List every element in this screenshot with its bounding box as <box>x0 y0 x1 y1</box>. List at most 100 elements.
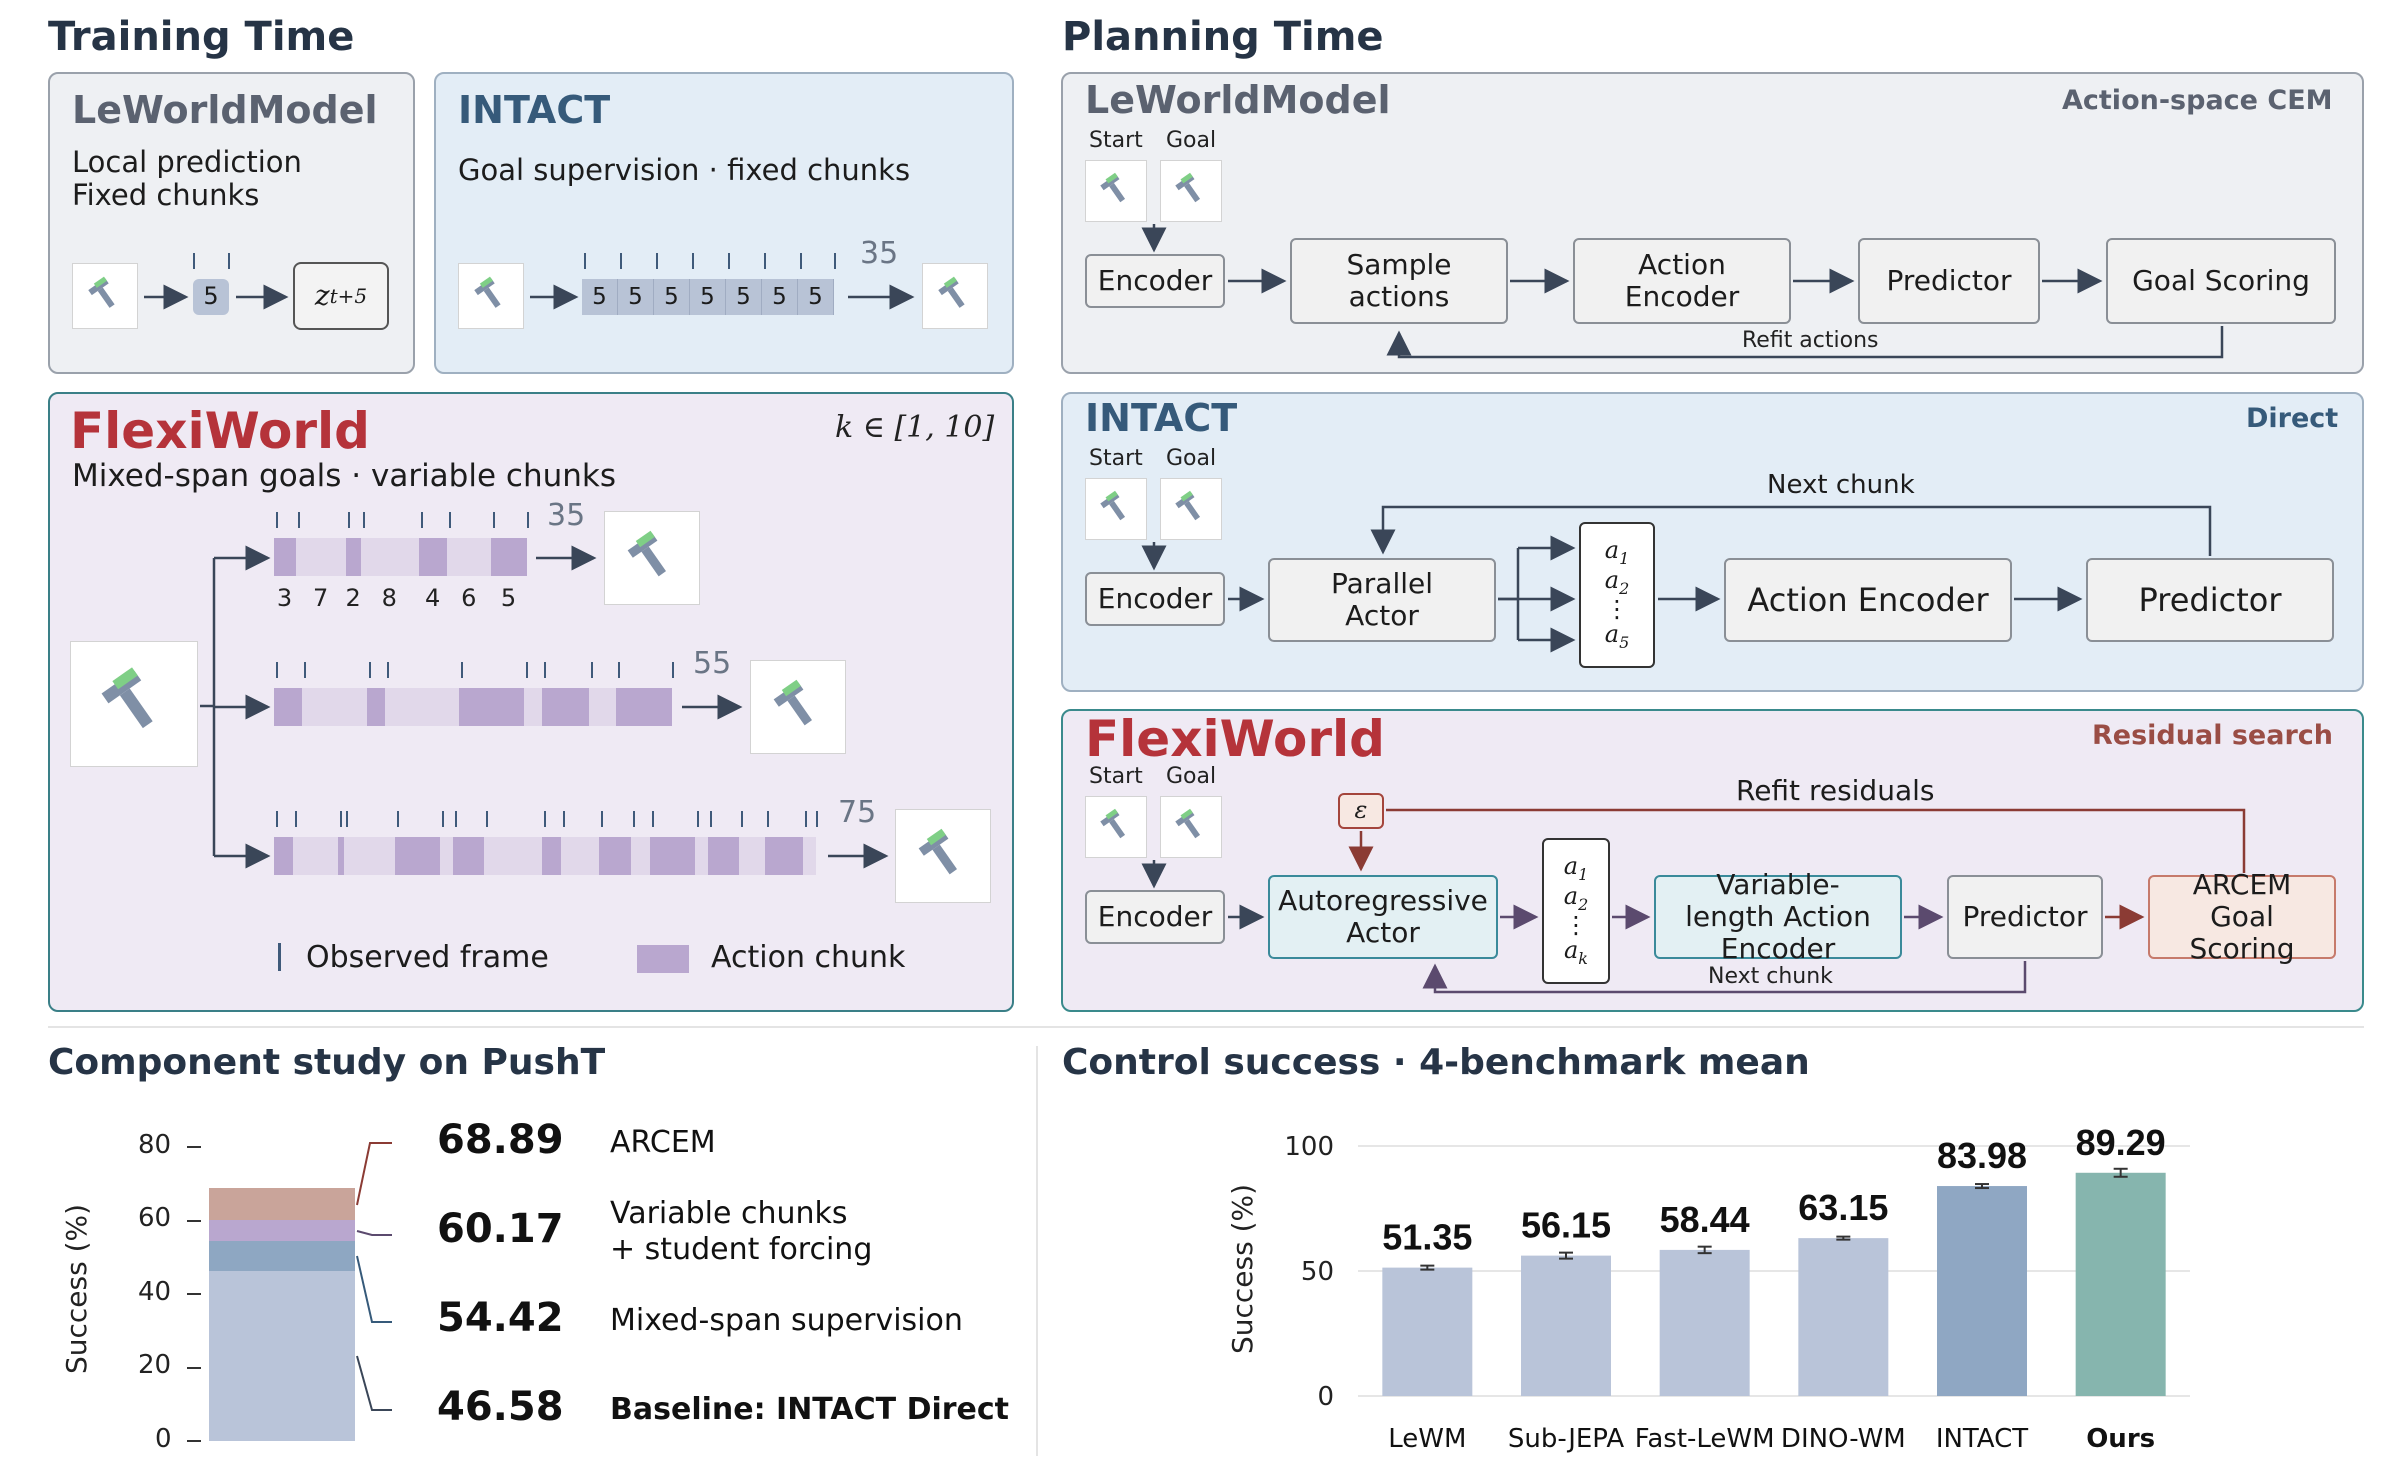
chunk-length-label: 5 <box>500 584 517 612</box>
start-label: Start <box>1089 764 1143 789</box>
component-y-tick-60: 60 <box>138 1203 172 1233</box>
legend-chunk-swatch <box>637 945 689 973</box>
bar <box>1937 1186 2027 1396</box>
action-chunk-segment <box>739 837 765 875</box>
action-chunk-segment <box>439 837 453 875</box>
bar-value-label: 83.98 <box>1937 1135 2027 1176</box>
epsilon-box: ε <box>1338 793 1384 829</box>
observed-frame-tick <box>633 811 636 827</box>
action-chunk-segment <box>344 837 396 875</box>
category-label: Sub-JEPA <box>1508 1424 1624 1454</box>
observed-frame-tick <box>805 811 808 827</box>
predictor-box: Predictor <box>2086 558 2334 642</box>
sample-actions-box: Sample actions <box>1290 238 1508 324</box>
action-chunk-segment <box>541 837 561 875</box>
action-chunk-segment <box>707 837 740 875</box>
action-sequence-box: a1 a2 ⋮ a5 <box>1579 522 1655 668</box>
chunk-length-label: 6 <box>461 584 477 612</box>
legend-frame-label: Observed frame <box>306 940 549 975</box>
pusht-block-icon <box>773 679 813 726</box>
planning-flexi-panel <box>1061 709 2364 1012</box>
component-y-tick-80: 80 <box>138 1130 172 1160</box>
action-chunk-segment <box>295 538 347 576</box>
planning-intact-tag: Direct <box>2246 403 2339 434</box>
intact-chunk-cell: 5 <box>726 279 762 315</box>
component-segment-mixed-span <box>209 1241 355 1271</box>
action-chunk-segment <box>301 688 367 726</box>
pusht-block-icon <box>1175 172 1201 203</box>
training-intact-subtitle: Goal supervision · fixed chunks <box>458 153 911 187</box>
planning-time-title: Planning Time <box>1062 14 1384 60</box>
predictor-box: Predictor <box>1858 238 2040 324</box>
y-tick-label: 100 <box>1284 1132 1334 1162</box>
bar <box>1521 1255 1611 1396</box>
training-intact-panel <box>434 72 1014 374</box>
category-label: INTACT <box>1936 1424 2028 1454</box>
action-1: a1 <box>1563 852 1589 884</box>
action-chunk-segment <box>599 837 632 875</box>
observed-frame-tick <box>692 253 694 269</box>
pusht-block-icon <box>918 828 958 875</box>
observed-frame-tick <box>527 512 529 528</box>
action-chunk-segment <box>274 837 294 875</box>
observed-frame-tick <box>543 811 546 827</box>
component-value-baseline: 46.58 <box>437 1384 564 1430</box>
component-value-mixed-span: 54.42 <box>437 1295 564 1341</box>
observed-frame-tick <box>741 811 744 827</box>
pusht-block-icon <box>1175 808 1201 839</box>
legend-chunk-label: Action chunk <box>711 940 906 975</box>
pusht-block-icon <box>101 667 153 729</box>
component-y-tick-40: 40 <box>138 1277 172 1307</box>
observed-frame-tick <box>590 662 593 678</box>
component-label-student-forcing: + student forcing <box>610 1232 873 1267</box>
pusht-block-icon <box>1175 490 1201 521</box>
observed-frame-tick <box>276 811 278 827</box>
action-last: a5 <box>1604 620 1630 653</box>
intact-chunk-cell: 5 <box>618 279 654 315</box>
action-last: ak <box>1563 936 1588 969</box>
predictor-box: Predictor <box>1947 875 2103 959</box>
bar-value-label: 58.44 <box>1660 1199 1750 1240</box>
category-label: LeWM <box>1388 1424 1466 1454</box>
observed-frame-tick <box>584 253 586 269</box>
component-y-tick-20: 20 <box>138 1350 172 1380</box>
observed-frame-tick <box>618 662 621 678</box>
next-chunk-label: Next chunk <box>1767 470 1915 500</box>
observed-frame-tick <box>672 662 674 678</box>
goal-label: Goal <box>1166 446 1217 471</box>
action-chunk-segment <box>447 538 491 576</box>
observed-frame-tick <box>362 512 365 528</box>
training-lewm-line2: Fixed chunks <box>72 178 260 212</box>
horizontal-divider <box>48 1026 2364 1028</box>
legend-frame-marker <box>278 943 281 971</box>
bar <box>1659 1249 1750 1396</box>
observed-frame-tick <box>348 512 351 528</box>
intact-chunk-cell: 5 <box>798 279 834 315</box>
observed-frame-tick <box>441 811 444 827</box>
observed-frame-tick <box>562 811 565 827</box>
planning-intact-title: INTACT <box>1085 396 1238 440</box>
intact-chunk-cell: 5 <box>654 279 690 315</box>
intact-chunk-cell: 5 <box>690 279 726 315</box>
observed-frame-tick <box>454 811 457 827</box>
action-1: a1 <box>1604 536 1630 568</box>
observed-frame-tick <box>449 512 452 528</box>
action-ellipsis: ⋮ <box>1605 595 1629 624</box>
observed-frame-tick <box>492 512 495 528</box>
refit-actions-label: Refit actions <box>1742 328 1879 353</box>
flexi-span-label-3: 75 <box>838 795 877 830</box>
action-chunk-segment <box>459 688 524 726</box>
action-ellipsis: ⋮ <box>1564 911 1588 940</box>
action-chunk-segment <box>588 688 617 726</box>
action-chunk-segment <box>764 837 804 875</box>
target-symbol: z <box>314 278 330 312</box>
training-time-title: Training Time <box>48 14 355 60</box>
goal-scoring-box: Goal Scoring <box>2106 238 2336 324</box>
observed-frame-tick <box>420 512 423 528</box>
chart-title: Control success · 4-benchmark mean <box>1062 1042 1810 1083</box>
action-chunk-segment <box>418 538 448 576</box>
observed-frame-tick <box>297 512 300 528</box>
action-chunk-segment <box>452 837 485 875</box>
category-label: Ours <box>2086 1424 2155 1454</box>
